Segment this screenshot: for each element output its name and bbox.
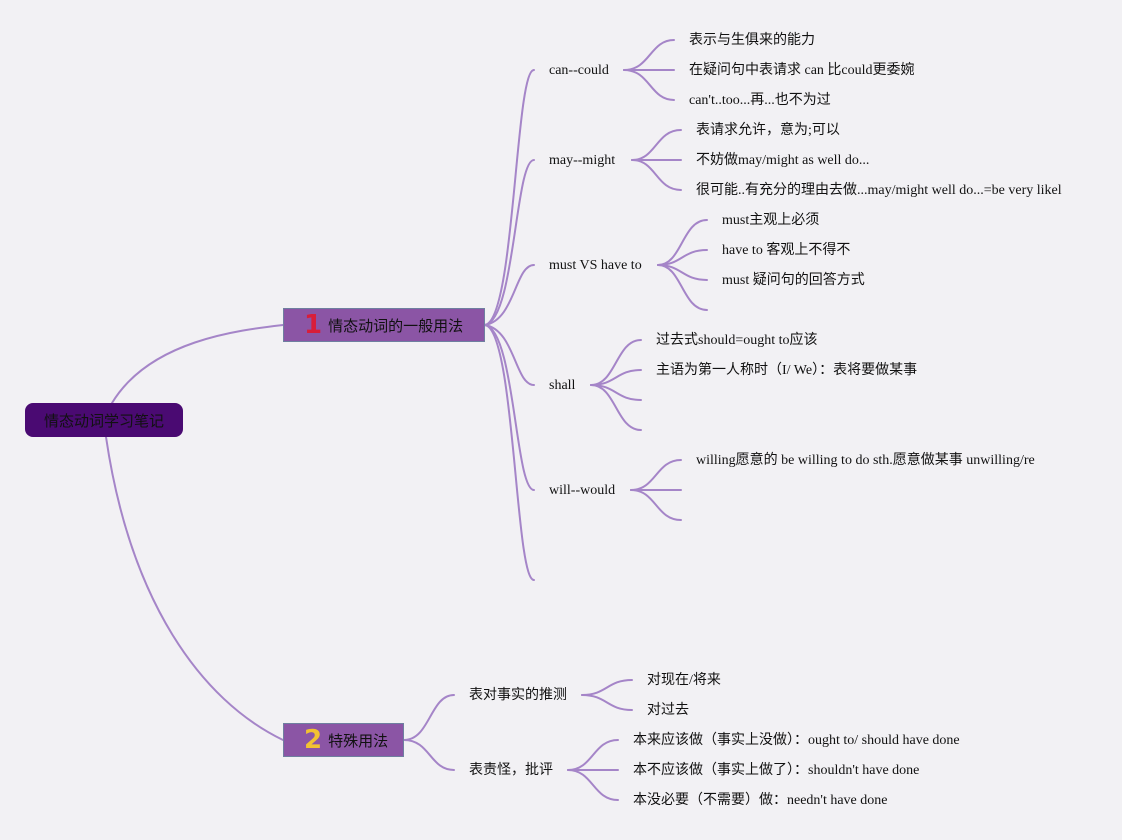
link-guess-1 [581,679,633,696]
branch-label: 情态动词的一般用法 [328,316,464,335]
leaf-item[interactable]: 本不应该做（事实上做了）：shouldn't have done [633,763,920,778]
link-blame-1 [567,739,619,771]
leaf-item[interactable]: have to 客观上不得不 [722,243,851,258]
link-may-1 [631,129,682,161]
leaf-item[interactable]: 主语为第一人称时（I/ We）：表将要做某事 [656,363,918,378]
leaf-item[interactable]: 很可能..有充分的理由去做...may/might well do...=be … [696,183,1062,198]
subtopic-can-could[interactable]: can--could [549,63,609,78]
link-blame-3 [567,769,619,801]
branch-label: 特殊用法 [328,731,389,750]
link-shall-4 [590,384,642,431]
leaf-item[interactable]: 过去式should=ought to应该 [656,333,818,348]
leaf-item[interactable]: 表示与生俱来的能力 [689,33,815,48]
leaf-item[interactable]: 对现在/将来 [647,673,721,688]
link-can-3 [623,69,675,101]
link-guess-2 [581,694,633,711]
leaf-item[interactable]: must主观上必须 [722,213,820,228]
leaf-item[interactable]: 本没必要（不需要）做：needn't have done [633,793,888,808]
branch-special-usage[interactable]: 2 特殊用法 [283,723,404,757]
leaf-item[interactable]: can't..too...再...也不为过 [689,93,831,108]
subtopic-may-might[interactable]: may--might [549,153,616,168]
link-b1-will [484,324,535,491]
leaf-item[interactable]: 不妨做may/might as well do... [696,153,870,168]
subtopic-will-would[interactable]: will--would [549,483,616,498]
link-will-1 [630,459,682,491]
link-b2-guess [403,694,455,741]
subtopic-shall[interactable]: shall [549,378,576,393]
link-b1-can [484,69,535,326]
link-b2-blame [403,739,455,771]
leaf-item[interactable]: 本来应该做（事实上没做）：ought to/ should have done [633,733,960,748]
link-b1-empty [484,324,535,581]
leaf-item[interactable]: must 疑问句的回答方式 [722,273,865,288]
number-2-icon: 2 [304,725,323,755]
number-1-icon: 1 [304,310,323,340]
link-root-branch1 [111,324,284,404]
root-topic[interactable]: 情态动词学习笔记 [25,403,183,437]
link-will-3 [630,489,682,521]
link-root-branch2 [105,436,284,741]
link-must-4 [657,264,708,311]
root-label: 情态动词学习笔记 [43,411,164,430]
subtopic-must-have-to[interactable]: must VS have to [549,258,642,273]
link-b1-may [484,159,535,326]
leaf-item[interactable]: 表请求允许，意为;可以 [696,123,840,138]
leaf-item[interactable]: 对过去 [647,703,689,718]
subtopic-criticism[interactable]: 表责怪，批评 [469,763,553,778]
link-b1-shall [484,324,535,386]
branch-general-usage[interactable]: 1 情态动词的一般用法 [283,308,485,342]
leaf-item[interactable]: 在疑问句中表请求 can 比could更委婉 [689,63,915,78]
subtopic-inference[interactable]: 表对事实的推测 [469,688,567,703]
link-may-3 [631,159,682,191]
link-b1-must [484,264,535,326]
leaf-item[interactable]: willing愿意的 be willing to do sth.愿意做某事 un… [696,453,1035,468]
link-can-1 [623,39,675,71]
